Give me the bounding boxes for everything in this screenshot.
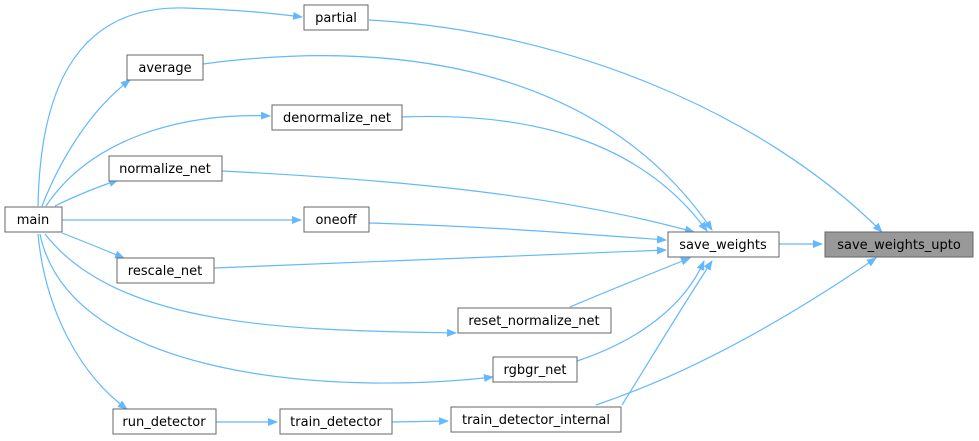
node-partial-label: partial <box>315 11 357 26</box>
node-normalize-net-label: normalize_net <box>119 162 211 177</box>
node-run-detector-label: run_detector <box>122 415 206 430</box>
node-rgbgr-net[interactable]: rgbgr_net <box>492 356 578 383</box>
node-rgbgr-net-label: rgbgr_net <box>503 363 566 378</box>
edge-denormalize-net-to-save-weights <box>401 115 708 232</box>
node-oneoff[interactable]: oneoff <box>303 206 370 233</box>
node-main-label: main <box>17 213 49 228</box>
edge-normalize-net-to-save-weights <box>221 170 695 234</box>
nodes: partial average denormalize_net normaliz… <box>4 4 974 435</box>
node-save-weights-label: save_weights <box>679 238 767 253</box>
edge-train-detector-internal-to-save-weights <box>621 260 713 406</box>
node-average[interactable]: average <box>126 54 204 81</box>
node-train-detector-label: train_detector <box>290 415 382 430</box>
node-denormalize-net-label: denormalize_net <box>283 111 391 126</box>
node-main[interactable]: main <box>4 206 63 233</box>
node-reset-normalize-net[interactable]: reset_normalize_net <box>457 307 612 334</box>
node-save-weights-upto[interactable]: save_weights_upto <box>824 231 974 258</box>
edge-main-to-average <box>41 79 131 207</box>
node-rescale-net-label: rescale_net <box>128 264 202 279</box>
edge-rescale-net-to-save-weights <box>213 246 667 269</box>
edges <box>37 7 883 426</box>
node-oneoff-label: oneoff <box>315 213 357 228</box>
edge-rgbgr-net-to-save-weights <box>576 260 705 362</box>
edge-main-to-run-detector <box>37 233 128 410</box>
edge-average-to-save-weights <box>202 55 713 231</box>
edge-train-detector-internal-to-save-weights-upto <box>595 257 877 406</box>
edge-main-to-denormalize-net <box>45 111 271 207</box>
edge-main-to-rescale-net <box>61 232 125 259</box>
node-train-detector-internal[interactable]: train_detector_internal <box>450 406 622 433</box>
node-normalize-net[interactable]: normalize_net <box>108 155 223 182</box>
node-average-label: average <box>138 61 191 76</box>
node-train-detector-internal-label: train_detector_internal <box>462 413 610 428</box>
node-partial[interactable]: partial <box>303 4 369 31</box>
edge-main-to-normalize-net <box>54 179 119 207</box>
edge-oneoff-to-save-weights <box>368 222 667 244</box>
node-reset-normalize-net-label: reset_normalize_net <box>468 314 599 329</box>
edge-reset-normalize-net-to-save-weights <box>569 257 691 308</box>
edge-partial-to-save-weights-upto <box>368 19 883 233</box>
edge-main-to-reset-normalize-net <box>44 233 457 337</box>
node-denormalize-net[interactable]: denormalize_net <box>271 104 403 131</box>
edge-main-to-rgbgr-net <box>39 233 494 384</box>
edge-main-to-partial <box>37 7 303 207</box>
node-rescale-net[interactable]: rescale_net <box>116 257 215 284</box>
node-save-weights[interactable]: save_weights <box>667 231 780 258</box>
node-save-weights-upto-label: save_weights_upto <box>837 238 961 253</box>
node-train-detector[interactable]: train_detector <box>279 408 393 435</box>
edge-train-detector-to-train-detector-internal <box>391 417 449 426</box>
node-run-detector[interactable]: run_detector <box>112 408 217 435</box>
